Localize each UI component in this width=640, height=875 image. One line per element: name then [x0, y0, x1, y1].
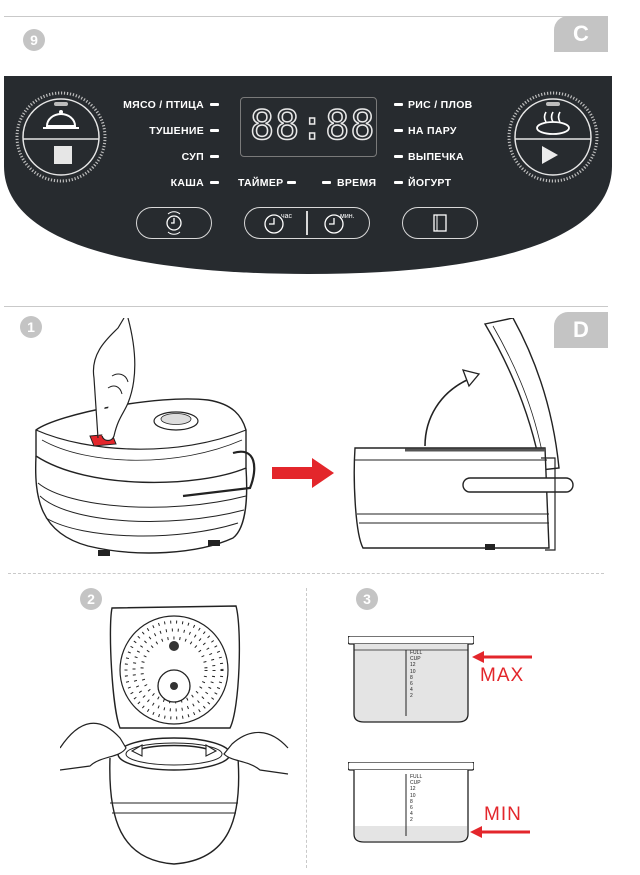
digital-display: [240, 97, 377, 157]
indicator-rice: [394, 103, 403, 106]
step-number-1: 1: [20, 316, 42, 338]
indicator-porridge: [210, 181, 219, 184]
bowl-scale-min: FULL CUP 12 10 8 6 4 2: [410, 774, 422, 824]
program-label-porridge: КАША: [170, 177, 204, 189]
scale-label: 2: [410, 693, 413, 700]
scale-label: 12: [410, 662, 416, 669]
min-arrow-icon: [470, 825, 532, 839]
scale-label: 6: [410, 805, 413, 812]
scale-label: 10: [410, 792, 416, 799]
illustration-remove-bowl: [60, 598, 290, 870]
start-dial: [506, 90, 600, 184]
display-digits: 88:88: [249, 102, 376, 150]
red-arrow-icon: [272, 458, 336, 488]
time-buttons-group: [244, 207, 370, 239]
indicator-timer: [287, 181, 296, 184]
dashed-divider-horizontal: [8, 573, 604, 574]
minute-button[interactable]: [322, 210, 348, 236]
indicator-meat: [210, 103, 219, 106]
indicator-stew: [210, 129, 219, 132]
hour-button[interactable]: [262, 210, 288, 236]
max-arrow-icon: [472, 650, 534, 664]
dashed-divider-vertical: [306, 588, 307, 868]
step-number-2: 2: [80, 588, 102, 610]
min-label: MIN: [484, 804, 522, 825]
program-label-soup: СУП: [181, 151, 204, 163]
minute-label: мин.: [340, 213, 355, 220]
scale-label: 10: [410, 668, 416, 675]
program-label-bake: ВЫПЕЧКА: [408, 151, 464, 163]
section-badge-d: D: [554, 312, 608, 348]
indicator-steam: [394, 129, 403, 132]
timer-icon: [166, 211, 182, 235]
hour-clock-icon: [264, 214, 284, 234]
scale-label: CUP: [410, 656, 421, 663]
menu-button[interactable]: [402, 207, 478, 239]
scale-label: FULL: [410, 774, 423, 780]
step-number-3: 3: [356, 588, 378, 610]
scale-label: 8: [410, 674, 413, 681]
program-label-rice: РИС / ПЛОВ: [408, 99, 473, 111]
scale-label: 12: [410, 786, 416, 793]
stop-dial: [14, 90, 108, 184]
timer-label: ТАЙМЕР: [238, 177, 284, 189]
indicator-soup: [210, 155, 219, 158]
play-icon[interactable]: [542, 146, 558, 164]
step-number-9: 9: [23, 29, 45, 51]
scale-label: 4: [410, 687, 413, 694]
illustration-press-lid-button: [28, 318, 268, 568]
scale-label: CUP: [410, 780, 421, 787]
stop-button[interactable]: [54, 146, 72, 164]
time-buttons-divider: [306, 211, 308, 235]
minute-clock-icon: [324, 214, 344, 234]
top-divider: [4, 16, 608, 17]
program-label-meat: МЯСО / ПТИЦА: [123, 99, 204, 111]
program-label-yogurt: ЙОГУРТ: [408, 177, 452, 189]
indicator-yogurt: [394, 181, 403, 184]
illustration-open-lid: [345, 318, 575, 558]
middle-divider: [4, 306, 608, 307]
indicator-bake: [394, 155, 403, 158]
control-panel-shape: [4, 76, 612, 274]
bowl-scale-max: FULL CUP 12 10 8 6 4 2: [410, 650, 422, 700]
section-badge-c: C: [554, 16, 608, 52]
program-label-stew: ТУШЕНИЕ: [149, 125, 204, 137]
scale-label: 6: [410, 681, 413, 688]
book-icon: [433, 214, 447, 232]
program-label-steam: НА ПАРУ: [408, 125, 457, 137]
timer-button[interactable]: [136, 207, 212, 239]
control-panel: [4, 76, 612, 274]
illustration-bowl-min: [348, 762, 474, 848]
max-label: MAX: [480, 665, 525, 686]
time-label: ВРЕМЯ: [337, 177, 377, 189]
hour-label: час: [281, 213, 293, 220]
scale-label: 8: [410, 798, 413, 805]
scale-label: 2: [410, 817, 413, 824]
scale-label: FULL: [410, 650, 423, 656]
indicator-time: [322, 181, 331, 184]
scale-label: 4: [410, 811, 413, 818]
illustration-bowl-max: [348, 636, 474, 726]
